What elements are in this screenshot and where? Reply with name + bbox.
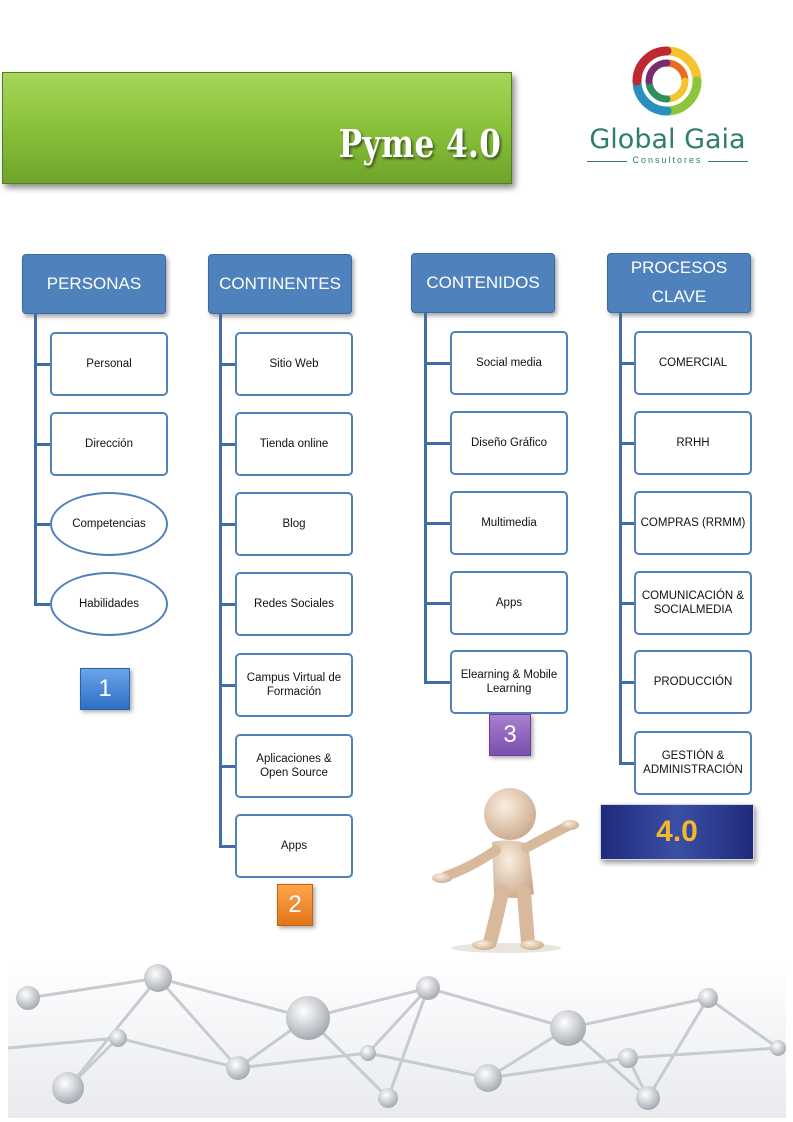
tree-connector (219, 684, 235, 687)
node-social-media: Social media (450, 331, 568, 395)
node-redes-sociales: Redes Sociales (235, 572, 353, 636)
tree-connector (424, 442, 450, 445)
global-gaia-logo: Global Gaia Consultores (585, 46, 750, 166)
tree-connector (424, 681, 450, 684)
tree-connector (424, 362, 450, 365)
tree-connector (424, 602, 450, 605)
node-comunicacion-socialmedia: COMUNICACIÓN & SOCIALMEDIA (634, 571, 752, 635)
tree-connector (219, 363, 235, 366)
node-apps: Apps (235, 814, 353, 878)
node-diseno-grafico: Diseño Gráfico (450, 411, 568, 475)
tree-connector (619, 362, 634, 365)
tree-connector (619, 522, 634, 525)
tree-connector (619, 442, 634, 445)
node-produccion: PRODUCCIÓN (634, 650, 752, 714)
logo-subtitle: Consultores (632, 155, 703, 165)
column-header-personas: PERSONAS (22, 254, 166, 314)
tree-connector (34, 314, 37, 606)
node-aplicaciones-open-source: Aplicaciones & Open Source (235, 734, 353, 798)
node-elearning: Elearning & Mobile Learning (450, 650, 568, 714)
step-number-2: 2 (277, 884, 313, 926)
tree-connector (219, 523, 235, 526)
presenter-figure-icon (432, 788, 579, 953)
node-rrhh: RRHH (634, 411, 752, 475)
tree-connector (219, 845, 235, 848)
node-competencias: Competencias (50, 492, 168, 556)
tree-connector (219, 765, 235, 768)
node-habilidades: Habilidades (50, 572, 168, 636)
tree-connector (619, 762, 634, 765)
badge-4-0: 4.0 (600, 804, 754, 860)
tree-connector (424, 313, 427, 683)
logo-name: Global Gaia (589, 124, 746, 155)
logo-divider (587, 161, 627, 162)
tree-connector (219, 314, 222, 847)
tree-connector (34, 443, 50, 446)
node-blog: Blog (235, 492, 353, 556)
column-header-contenidos: CONTENIDOS (411, 253, 555, 313)
column-header-continentes: CONTINENTES (208, 254, 352, 314)
column-header-procesos-clave: PROCESOS CLAVE (607, 253, 751, 313)
network-background-image (8, 958, 786, 1118)
logo-divider (708, 161, 748, 162)
tree-connector (619, 681, 634, 684)
tree-connector (424, 522, 450, 525)
node-compras: COMPRAS (RRMM) (634, 491, 752, 555)
tree-connector (619, 313, 622, 765)
page-title: Pyme 4.0 (338, 121, 501, 166)
step-number-1: 1 (80, 668, 130, 710)
tree-connector (34, 523, 50, 526)
tree-connector (34, 603, 50, 606)
node-gestion-administracion: GESTIÓN & ADMINISTRACIÓN (634, 731, 752, 795)
tree-connector (34, 363, 50, 366)
node-campus-virtual: Campus Virtual de Formación (235, 653, 353, 717)
node-direccion: Dirección (50, 412, 168, 476)
tree-connector (219, 443, 235, 446)
logo-ring-icon (632, 46, 702, 116)
node-comercial: COMERCIAL (634, 331, 752, 395)
node-multimedia: Multimedia (450, 491, 568, 555)
tree-connector (219, 603, 235, 606)
node-sitio-web: Sitio Web (235, 332, 353, 396)
tree-connector (619, 602, 634, 605)
node-tienda-online: Tienda online (235, 412, 353, 476)
node-personal: Personal (50, 332, 168, 396)
step-number-3: 3 (489, 714, 531, 756)
node-apps-contenidos: Apps (450, 571, 568, 635)
title-banner: Pyme 4.0 (2, 72, 512, 184)
